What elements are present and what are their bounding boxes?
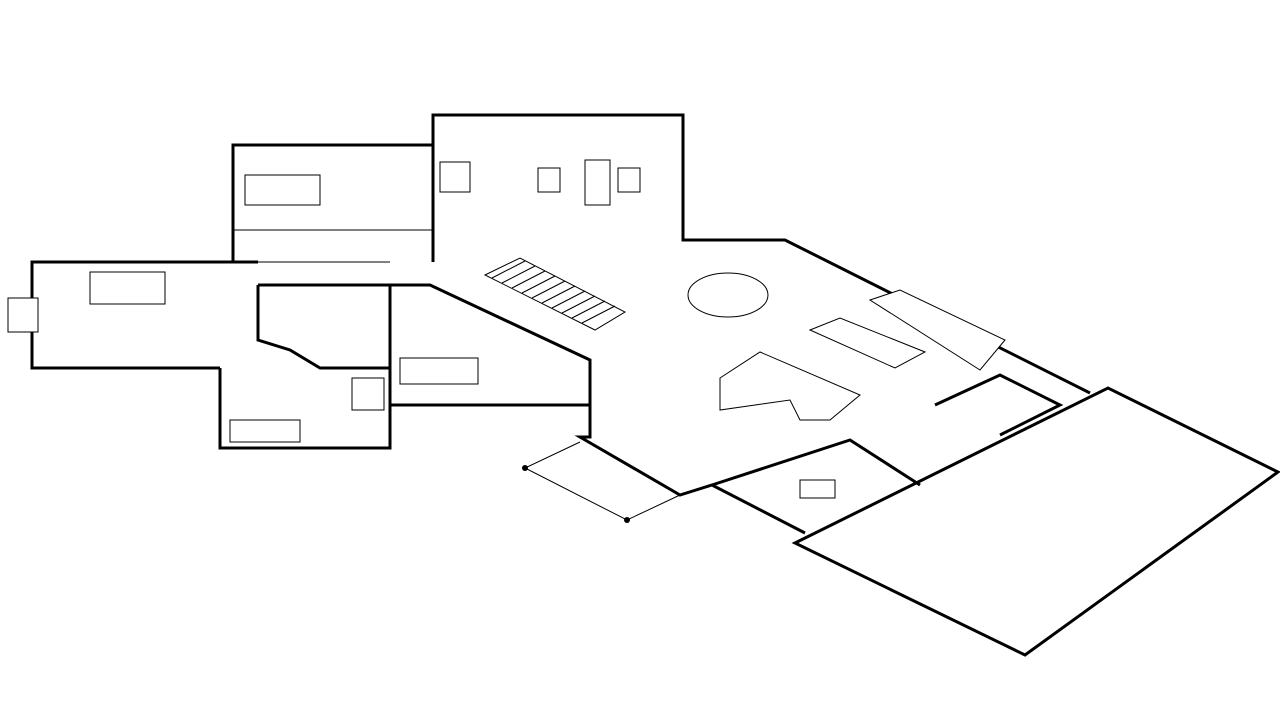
bed: [244, 174, 321, 206]
chair: [439, 161, 471, 193]
chair: [617, 167, 641, 193]
master-bath-walls: [218, 368, 392, 450]
master-bed: [89, 271, 166, 305]
chair: [537, 167, 561, 193]
entry-walls: [574, 405, 806, 535]
office-walls: [711, 438, 921, 487]
kitchen-island: [808, 317, 927, 369]
porch-post: [522, 465, 528, 471]
kitchen-walls: [934, 373, 1064, 437]
great-room-walls: [431, 113, 1091, 395]
dining-table: [584, 159, 611, 206]
stairs: [483, 257, 627, 331]
fireplace: [7, 297, 39, 333]
garage-walls: [791, 386, 1280, 657]
porch-post: [624, 517, 630, 523]
stair-outline: [483, 257, 627, 331]
round-table: [687, 272, 769, 318]
exterior-walls: [30, 113, 1280, 657]
furniture: [7, 159, 1006, 499]
pantry: [719, 351, 861, 421]
closet-walls: [256, 283, 392, 370]
tub: [229, 419, 301, 443]
porch-outline: [523, 441, 681, 521]
upper-bedroom-walls: [231, 143, 433, 262]
middle-bedroom-walls: [388, 283, 592, 407]
bed: [399, 357, 479, 385]
interior-lines: [233, 229, 681, 523]
desk: [799, 479, 836, 499]
shower: [351, 377, 385, 411]
counter: [868, 289, 1006, 371]
